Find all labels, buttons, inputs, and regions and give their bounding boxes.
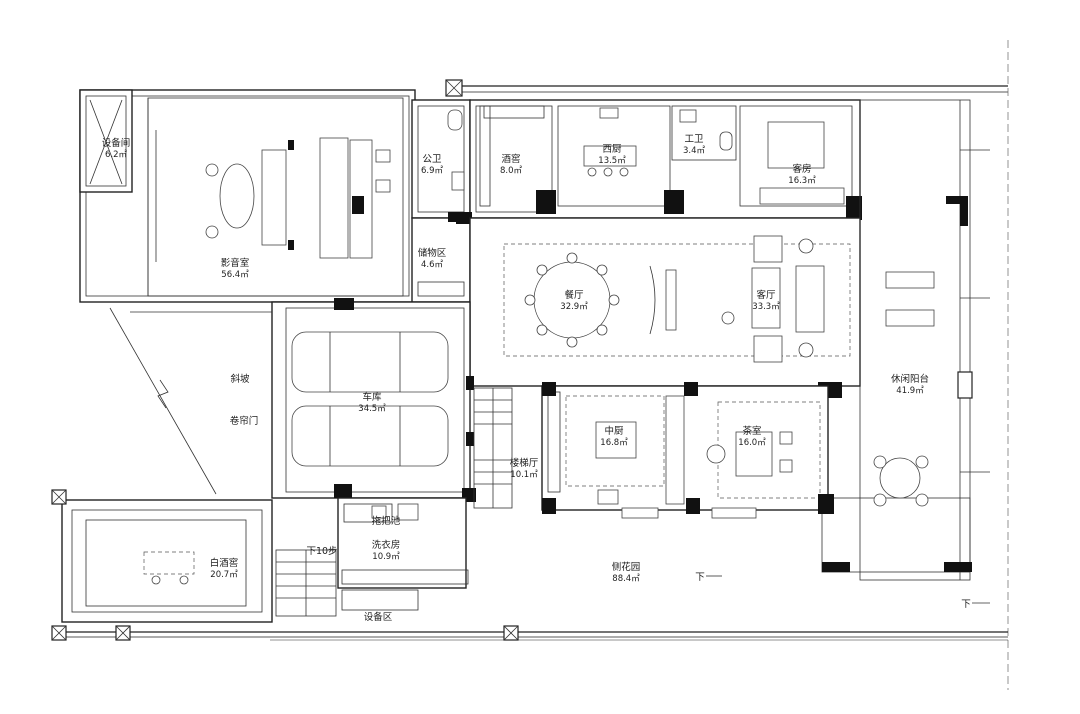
equipment-room-name: 设备间 <box>102 137 131 149</box>
laundry-area: 10.9㎡ <box>372 552 400 562</box>
wine-room-name: 白酒窖 <box>210 557 239 569</box>
garage-area: 34.5㎡ <box>358 404 386 414</box>
theater-area: 56.4㎡ <box>221 270 249 280</box>
equipment-room-area: 6.2㎡ <box>105 150 128 160</box>
laundry-block <box>337 497 469 611</box>
theater-name: 影音室 <box>221 257 250 269</box>
western-kitchen-name: 西厨 <box>602 144 622 155</box>
living-name: 客厅 <box>756 289 776 301</box>
mop-sink-label: 拖把池 <box>372 515 401 527</box>
storage-area: 4.6㎡ <box>421 260 444 270</box>
staff-wc-area: 3.4㎡ <box>683 146 706 156</box>
public-wc-name: 公卫 <box>422 154 442 165</box>
stair-hall-area: 10.1㎡ <box>510 470 538 480</box>
down-label-garden: 下 <box>695 572 705 583</box>
ramp-label: 斜坡 <box>230 373 250 385</box>
kitchen-tea-block <box>541 382 834 519</box>
dining-area: 32.9㎡ <box>560 302 588 312</box>
wine-cellar-area: 8.0㎡ <box>500 166 523 176</box>
stair-hall-block <box>473 387 513 509</box>
theater-block <box>79 89 416 303</box>
side-garden-name: 侧花园 <box>612 561 641 573</box>
wine-cellar-name: 酒窖 <box>501 153 520 165</box>
north-rooms <box>456 99 862 224</box>
public-wc-area: 6.9㎡ <box>421 166 444 176</box>
down-label-terrace: 下 <box>961 599 971 610</box>
equipment-area-label: 设备区 <box>364 611 393 623</box>
terrace-ticks <box>960 149 990 473</box>
side-garden-area: 88.4㎡ <box>612 574 640 584</box>
down-arrow-icon <box>706 575 990 604</box>
storage-name: 储物区 <box>418 247 447 259</box>
site-boundary <box>62 40 1009 690</box>
leisure-terrace-area: 41.9㎡ <box>896 386 924 396</box>
chinese-kitchen-area: 16.8㎡ <box>600 438 628 448</box>
dining-living-block <box>469 217 861 396</box>
living-area: 33.3㎡ <box>752 302 780 312</box>
terrace-block <box>820 99 990 581</box>
staff-wc-name: 工卫 <box>684 134 704 145</box>
dining-name: 餐厅 <box>564 289 584 301</box>
wine-room-area: 20.7㎡ <box>210 570 238 580</box>
ramp <box>109 307 272 495</box>
guest-room-name: 客房 <box>792 163 811 175</box>
wine-room-block <box>61 499 273 623</box>
chinese-kitchen-name: 中厨 <box>604 425 624 437</box>
steps-down <box>275 549 337 617</box>
tea-room-name: 茶室 <box>742 425 761 437</box>
rolling-door-label: 卷帘门 <box>230 415 259 427</box>
garage-name: 车库 <box>362 391 382 403</box>
tea-room-area: 16.0㎡ <box>738 438 766 448</box>
western-kitchen-area: 13.5㎡ <box>598 156 626 166</box>
stair-hall-name: 楼梯厅 <box>510 457 539 469</box>
laundry-name: 洗衣房 <box>372 539 401 551</box>
guest-room-area: 16.3㎡ <box>788 176 816 186</box>
public-wc-block <box>411 99 471 303</box>
garage-block <box>271 298 476 502</box>
boundary-markers <box>51 79 519 641</box>
down-steps-label: 下10步 <box>306 546 337 557</box>
leisure-terrace-name: 休闲阳台 <box>891 373 929 385</box>
